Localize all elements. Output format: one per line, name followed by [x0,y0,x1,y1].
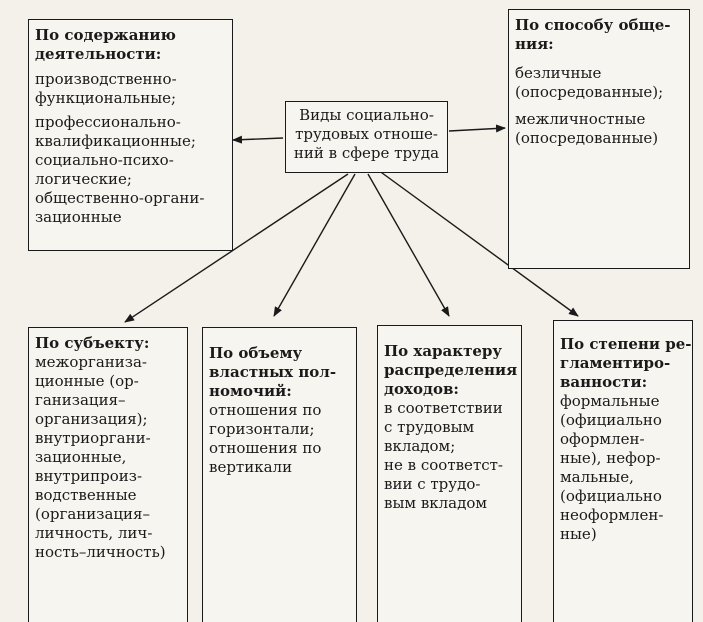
center-line: Виды социально- [299,106,434,124]
list-item: ность–личность) [35,543,166,561]
list-item: организация); [35,410,148,428]
box-title: По объему [209,344,303,362]
list-item: неоформлен- [560,506,664,524]
list-item: зационные [35,208,122,226]
list-item: личность, лич- [35,524,153,542]
list-item: вым вкладом [384,494,488,512]
box-title: деятельности: [35,45,162,63]
box-title: ванности: [560,373,648,391]
list-item: зационные, [35,448,127,466]
box-title: По способу обще- [515,16,671,34]
box-title: властных пол- [209,363,337,381]
list-item: ные) [560,525,597,543]
list-item: профессионально- [35,113,181,131]
arrow-to-power [273,173,356,317]
list-item: с трудовым [384,418,475,436]
list-item: отношения по [209,439,322,457]
list-item: ганизация– [35,391,126,409]
list-item: ционные (ор- [35,372,139,390]
list-item: в соответствии [384,399,503,417]
list-item: ные), нефор- [560,449,661,467]
box-title: По содержанию [35,26,176,44]
list-item: отношения по [209,401,322,419]
list-item: вкладом; [384,437,456,455]
arrow-to-subject [124,173,349,323]
communication-box: По способу обще- ния: безличные (опосред… [508,9,690,269]
regulation-box: По степени ре- гламентиро- ванности: фор… [553,320,693,622]
list-item: производственно- [35,70,177,88]
list-item: внутрипроиз- [35,467,143,485]
box-title: доходов: [384,380,459,398]
arrow-to-communication [448,124,506,133]
box-title: номочий: [209,382,292,400]
center-line: трудовых отноше- [295,125,438,143]
list-item: логические; [35,170,132,188]
list-item: мальные, [560,468,634,486]
list-item: внутриоргани- [35,429,151,447]
list-item: функциональные; [35,89,177,107]
list-item: (официально [560,487,662,505]
list-item: безличные [515,64,602,82]
box-title: По степени ре- [560,335,692,353]
list-item: водственные [35,486,137,504]
list-item: оформлен- [560,430,645,448]
box-title: По характеру [384,342,503,360]
list-item: общественно-органи- [35,189,205,207]
list-item: межорганиза- [35,353,147,371]
list-item: (организация– [35,505,151,523]
list-item: (опосредованные); [515,83,664,101]
arrow-to-income [367,173,450,317]
list-item: вертикали [209,458,293,476]
income-box: По характеру распределения доходов: в со… [377,325,522,622]
center-box: Виды социально- трудовых отноше- ний в с… [285,101,448,173]
box-title: ния: [515,35,554,53]
list-item: квалификационные; [35,132,196,150]
list-item: (официально [560,411,662,429]
center-line: ний в сфере труда [293,144,440,162]
power-box: По объему властных пол- номочий: отношен… [202,327,357,622]
list-item: горизонтали; [209,420,315,438]
subject-box: По субъекту: межорганиза- ционные (ор- г… [28,327,188,622]
list-item: вии с трудо- [384,475,481,493]
list-item: социально-психо- [35,151,174,169]
list-item: не в соответст- [384,456,504,474]
content-box: По содержанию деятельности: производстве… [28,19,233,251]
arrow-to-regulation [377,169,579,317]
list-item: формальные [560,392,660,410]
box-title: По субъекту: [35,334,150,352]
list-item: (опосредованные) [515,129,659,147]
box-title: гламентиро- [560,354,671,372]
list-item: межличностные [515,110,646,128]
box-title: распределения [384,361,518,379]
arrow-to-content [232,135,284,144]
